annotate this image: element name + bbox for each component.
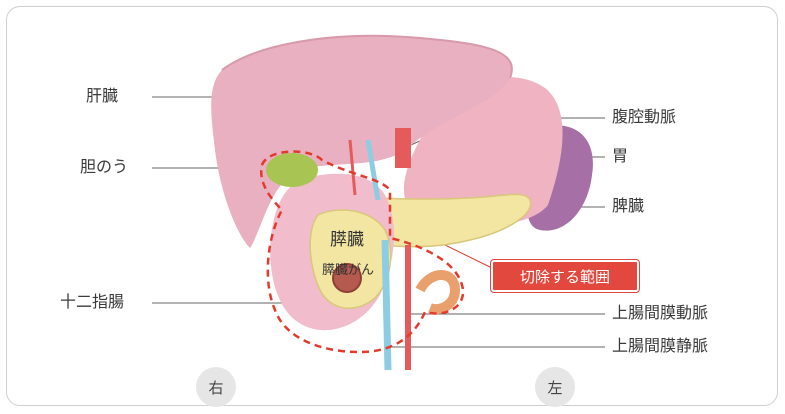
label-stomach: 胃	[612, 148, 628, 164]
label-gallbladder: 胆のう	[80, 159, 128, 175]
orientation-right-badge: 右	[196, 367, 236, 407]
label-duodenum: 十二指腸	[60, 294, 124, 310]
pancreatic-cancer-label: 膵臓がん	[322, 264, 374, 277]
resection-area-callout: 切除する範囲	[491, 260, 639, 292]
orientation-left-badge: 左	[535, 367, 575, 407]
label-spleen: 脾臓	[612, 198, 644, 214]
celiac-artery-shape	[395, 128, 411, 168]
label-celiac-artery: 腹腔動脈	[612, 109, 676, 125]
label-smv: 上腸間膜静脈	[612, 338, 708, 354]
pancreas-label: 膵臓	[330, 232, 364, 249]
label-sma: 上腸間膜動脈	[612, 305, 708, 321]
pancreas-head-shape	[310, 210, 391, 308]
jejunum-shape	[420, 275, 455, 309]
label-liver: 肝臓	[86, 88, 118, 104]
gallbladder-shape	[266, 153, 318, 187]
smv-shape	[385, 240, 388, 370]
